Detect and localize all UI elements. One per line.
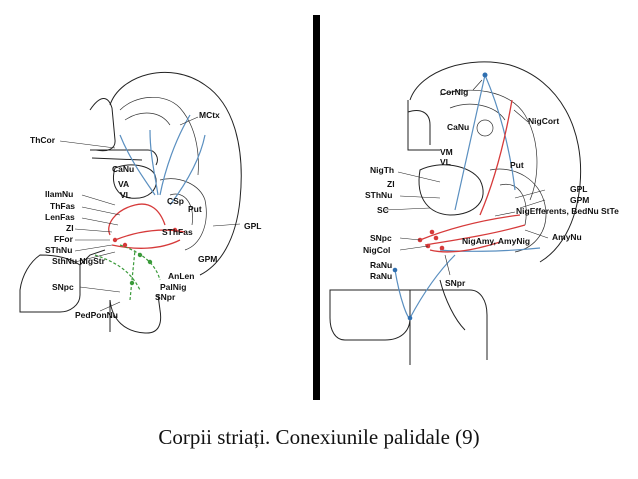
label-thfas: ThFas — [50, 201, 75, 211]
label-zi: ZI — [387, 179, 395, 189]
label-zi: ZI — [66, 223, 74, 233]
label-ranu-1: RaNu — [370, 260, 392, 270]
label-nigamy: NigAmy, AmyNig — [462, 236, 530, 246]
label-lenfas: LenFas — [45, 212, 75, 222]
label-vl: VL — [120, 190, 131, 200]
label-mctx: MCtx — [199, 110, 220, 120]
label-anlen: AnLen — [168, 271, 194, 281]
label-snpr: SNpr — [155, 292, 176, 302]
label-va: VA — [118, 179, 129, 189]
figure-caption: Corpii striați. Conexiunile palidale (9) — [158, 425, 480, 449]
panel-divider — [313, 15, 320, 400]
label-vm: VM — [440, 147, 453, 157]
label-thcor: ThCor — [30, 135, 56, 145]
label-pedponnu: PedPonNu — [75, 310, 118, 320]
label-canu: CaNu — [112, 164, 134, 174]
label-gpl: GPL — [570, 184, 587, 194]
label-canu: CaNu — [447, 122, 469, 132]
label-gpl: GPL — [244, 221, 261, 231]
left-brain-diagram: MCtx ThCor CaNu VA VL IlamNu ThFas LenFa… — [19, 71, 261, 334]
label-snpc: SNpc — [52, 282, 74, 292]
label-nigefferents: NigEfferents, BedNu StTe — [516, 206, 619, 216]
label-ilamnu: IlamNu — [45, 189, 73, 199]
label-nigth: NigTh — [370, 165, 394, 175]
right-brain-diagram: CorNig CaNu NigCort VM VL NigTh Put ZI S… — [329, 61, 619, 365]
label-gpm: GPM — [570, 195, 589, 205]
label-sthnu: SThNu — [365, 190, 392, 200]
label-snpr: SNpr — [445, 278, 466, 288]
label-csp: CSp — [167, 196, 184, 206]
label-sc: SC — [377, 205, 389, 215]
label-sthnu-nigstr: SthNu NigStr — [52, 256, 106, 266]
label-ffor: FFor — [54, 234, 74, 244]
label-gpm: GPM — [198, 254, 217, 264]
label-sthfas: SThFas — [162, 227, 193, 237]
label-snpc: SNpc — [370, 233, 392, 243]
label-vl: VL — [440, 157, 451, 167]
label-nigcort: NigCort — [528, 116, 559, 126]
label-nigcol: NigCol — [363, 245, 390, 255]
label-put: Put — [188, 204, 202, 214]
label-amynu: AmyNu — [552, 232, 582, 242]
label-palnig: PalNig — [160, 282, 186, 292]
label-ranu-2: RaNu — [370, 271, 392, 281]
label-put: Put — [510, 160, 524, 170]
label-cornig: CorNig — [440, 87, 468, 97]
label-sthnu: SThNu — [45, 245, 72, 255]
